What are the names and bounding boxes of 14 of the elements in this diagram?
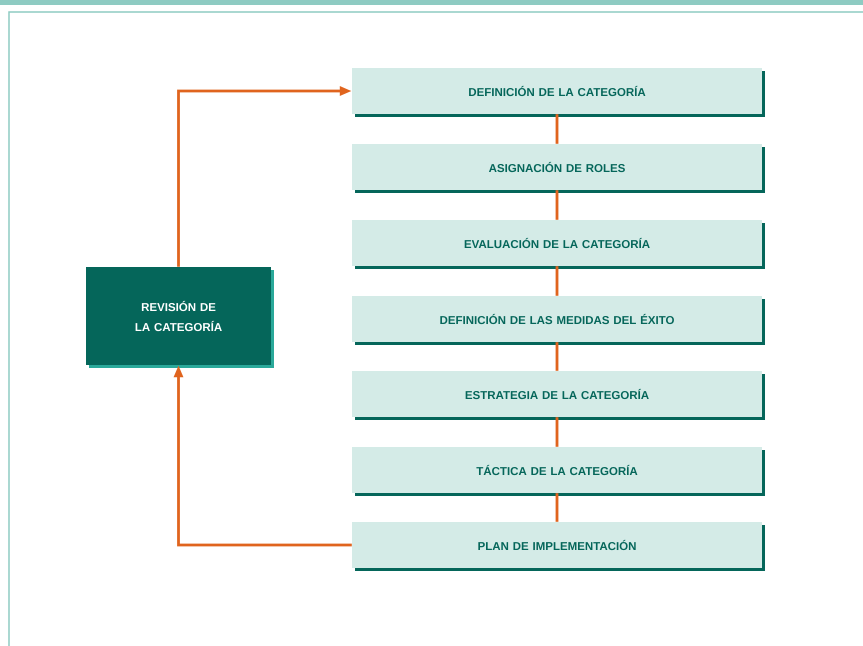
connector: [556, 266, 558, 296]
step-box: DEFINICIÓN DE LAS MEDIDAS DEL ÉXITO: [352, 296, 765, 345]
step-box: DEFINICIÓN DE LA CATEGORÍA: [352, 68, 765, 117]
step-box: ESTRATEGIA DE LA CATEGORÍA: [352, 371, 765, 420]
step-box: ASIGNACIÓN DE ROLES: [352, 144, 765, 193]
connector: [556, 342, 558, 371]
review-box: REVISIÓN DE LA CATEGORÍA: [86, 267, 274, 368]
connector: [556, 417, 558, 447]
connector: [556, 114, 558, 144]
connector: [556, 493, 558, 522]
step-box: TÁCTICA DE LA CATEGORÍA: [352, 447, 765, 496]
step-box: EVALUACIÓN DE LA CATEGORÍA: [352, 220, 765, 269]
step-box: PLAN DE IMPLEMENTACIÓN: [352, 522, 765, 571]
connector: [556, 190, 558, 220]
